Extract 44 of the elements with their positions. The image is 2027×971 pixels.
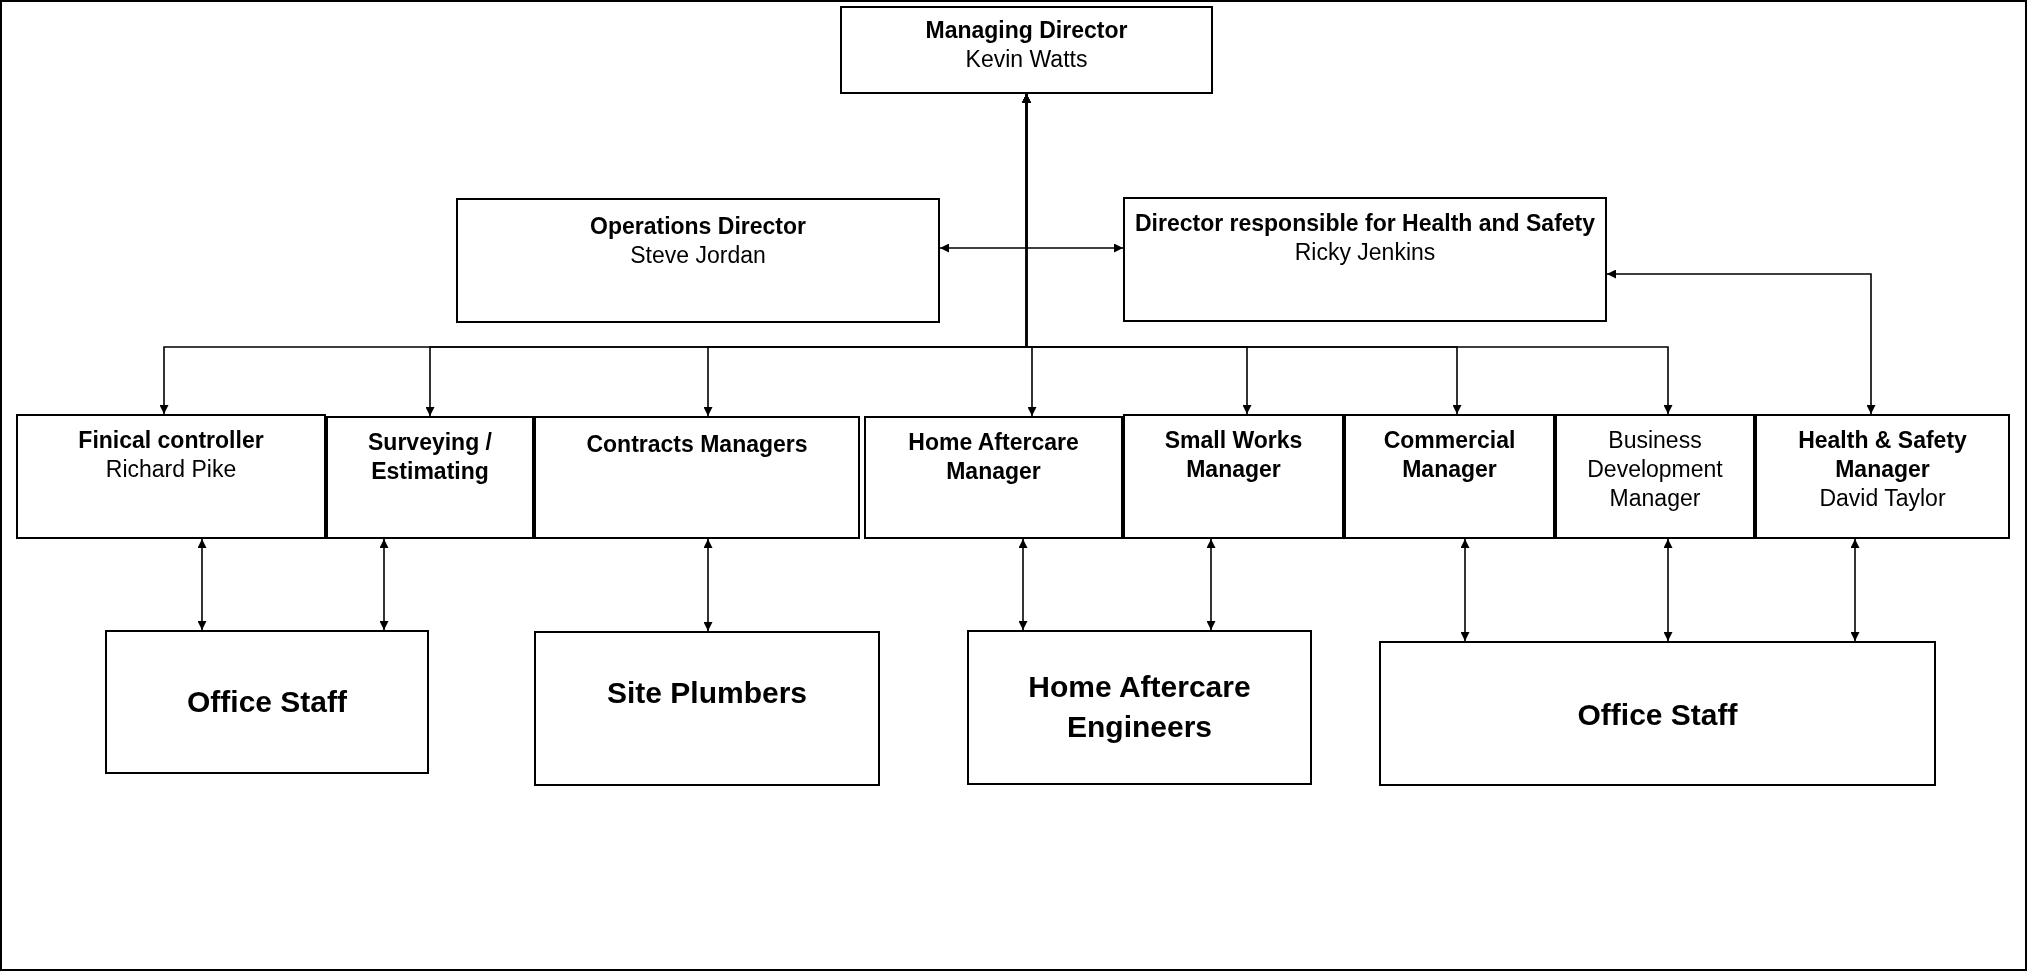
role-title: Business Development Manager [1586, 426, 1724, 513]
manager-box [326, 416, 534, 539]
connector-arrow [1606, 269, 1876, 415]
manager-box [534, 416, 860, 539]
role-title: Surveying / Estimating [367, 428, 493, 486]
connector-arrow [703, 538, 713, 632]
connector-arrow [1206, 538, 1216, 631]
person-name: Steve Jordan [630, 241, 766, 270]
manager-box [16, 414, 326, 539]
director-box [456, 198, 940, 323]
role-title: Site Plumbers [606, 675, 808, 711]
person-name: David Taylor [1819, 484, 1946, 513]
role-title: Health & Safety Manager [1797, 426, 1968, 484]
staff-box [967, 630, 1312, 785]
role-title: Finical controller [78, 426, 264, 455]
manager-box [1123, 414, 1344, 539]
staff-box [105, 630, 429, 774]
manager-box [1755, 414, 2010, 539]
role-title: Commercial Manager [1382, 426, 1517, 484]
role-title: Office Staff [187, 684, 347, 720]
person-name: Ricky Jenkins [1294, 238, 1436, 267]
role-title: Office Staff [1577, 697, 1738, 733]
director-box [840, 6, 1213, 94]
connector-arrow [1460, 538, 1470, 642]
role-title: Operations Director [590, 212, 806, 241]
director-box [1123, 197, 1607, 322]
manager-box [1344, 414, 1555, 539]
role-title: Contracts Managers [586, 430, 808, 459]
person-name: Richard Pike [105, 455, 237, 484]
person-name: Kevin Watts [965, 45, 1088, 74]
staff-box [1379, 641, 1936, 786]
connector-arrow [1663, 538, 1673, 642]
role-title: Home Aftercare Manager [907, 428, 1080, 486]
role-title: Home Aftercare Engineers [1027, 669, 1252, 745]
role-title: Managing Director [925, 16, 1128, 45]
connector-arrow [197, 538, 207, 631]
connector-arrow [1850, 538, 1860, 642]
role-title: Director responsible for Health and Safety [1134, 209, 1596, 238]
manager-box [864, 416, 1123, 539]
manager-box [1555, 414, 1755, 539]
connector-arrow [1018, 538, 1028, 631]
role-title: Small Works Manager [1163, 426, 1304, 484]
staff-box [534, 631, 880, 786]
connector-arrow [379, 538, 389, 631]
